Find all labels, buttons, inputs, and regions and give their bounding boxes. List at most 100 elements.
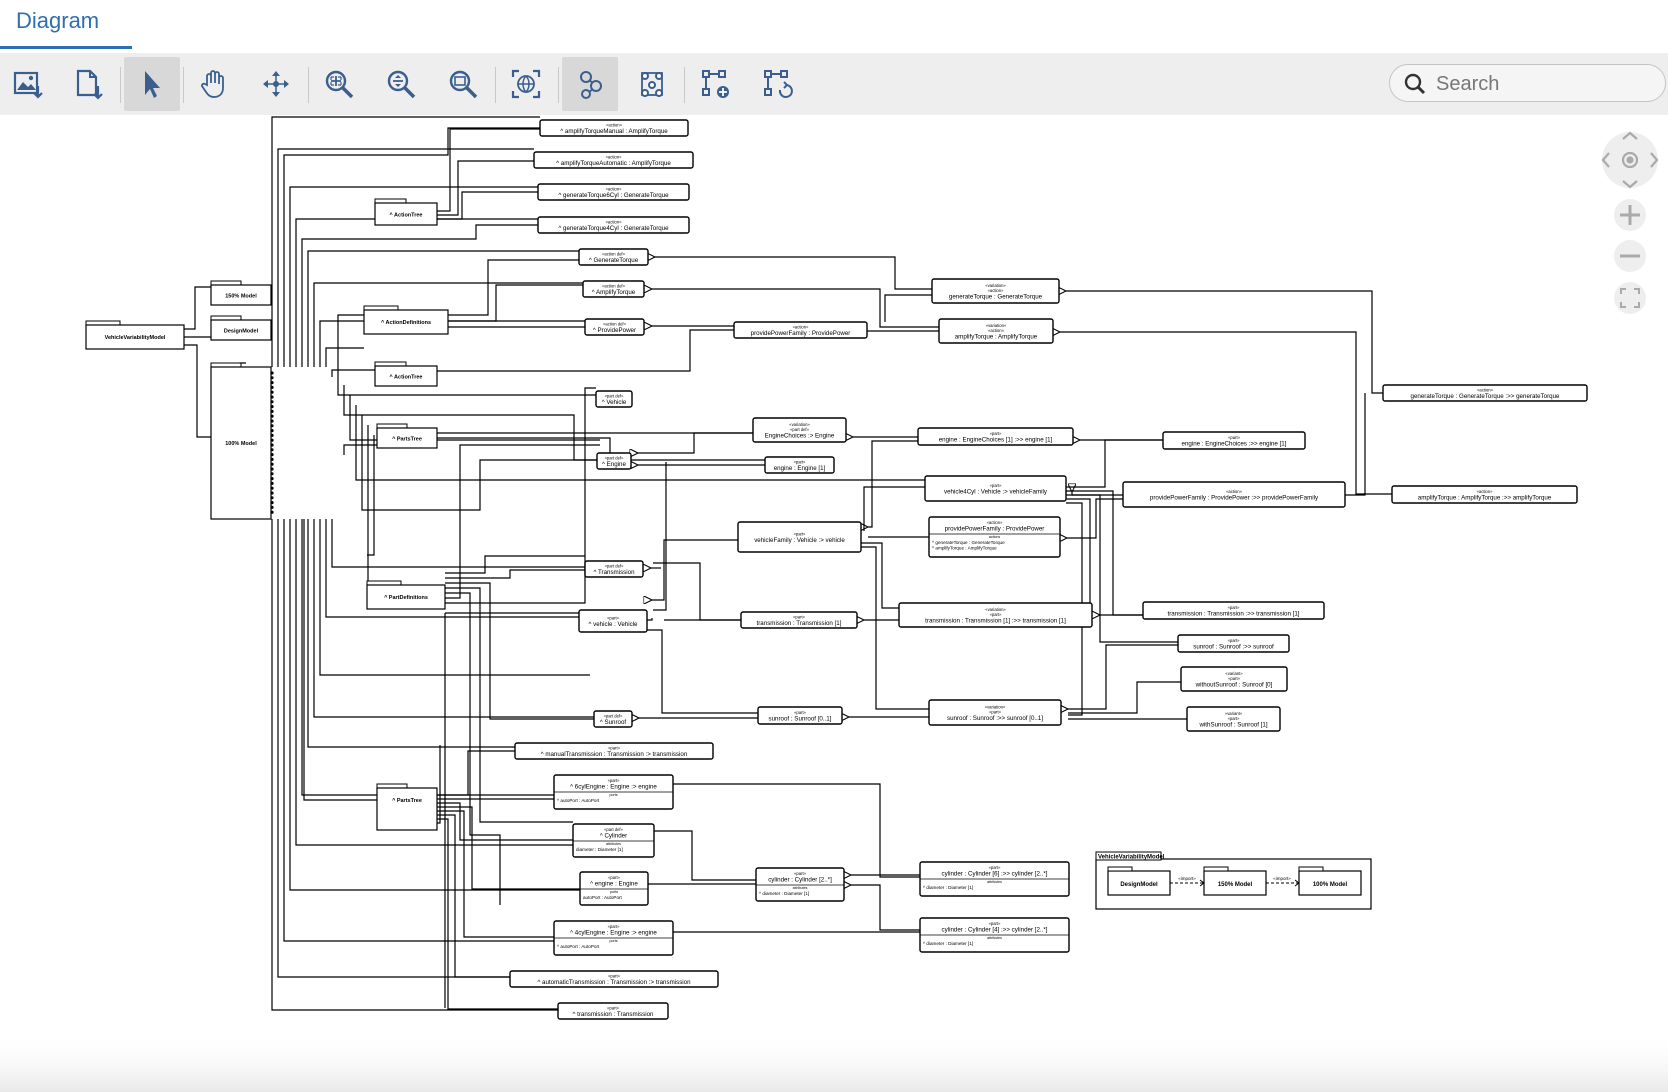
compartment-item: ^ autoPort : AutoPort bbox=[557, 798, 600, 803]
pan-control[interactable] bbox=[1601, 131, 1659, 189]
select-tool-button[interactable] bbox=[124, 57, 180, 111]
diagram-node-a1[interactable]: «action»^ amplifyTorqueManual : AmplifyT… bbox=[539, 119, 689, 137]
zoom-reset-button[interactable] bbox=[435, 57, 491, 111]
diagram-node-e4[interactable]: «part»^ 4cylEngine : Engine :> enginepor… bbox=[553, 920, 674, 956]
diagram-node-pt2[interactable]: ^ PartsTree bbox=[376, 783, 438, 831]
diagram-node-autot[interactable]: «part»^ automaticTransmission : Transmis… bbox=[509, 970, 719, 988]
diagram-node-gtr[interactable]: «action»generateTorque : GenerateTorque … bbox=[1382, 384, 1588, 402]
owner-dot bbox=[270, 381, 274, 385]
diagram-node-vf[interactable]: «part»vehicleFamily : Vehicle :> vehicle bbox=[737, 521, 862, 553]
edge-line bbox=[863, 486, 925, 531]
diagram-node-a2[interactable]: «action»^ amplifyTorqueAutomatic : Ampli… bbox=[533, 151, 694, 169]
element-name: transmission : Transmission [1] bbox=[757, 620, 842, 627]
import-legend[interactable]: VehicleVariabilityModel DesignModel 150%… bbox=[1095, 851, 1372, 910]
layout-tree-button[interactable] bbox=[624, 57, 680, 111]
export-image-button[interactable] bbox=[0, 57, 56, 111]
diagram-node-t1[interactable]: «part»transmission : Transmission [1] bbox=[740, 611, 858, 629]
element-box bbox=[533, 151, 694, 169]
diagram-node-eecr[interactable]: «part»engine : EngineChoices :>> engine … bbox=[1162, 431, 1306, 450]
fit-view-button[interactable] bbox=[498, 57, 554, 111]
diagram-node-e6[interactable]: «part»^ 6cylEngine : Engine :> enginepor… bbox=[553, 774, 674, 810]
compartment-item: diameter : Diameter [1] bbox=[576, 847, 623, 852]
diagram-node-c6[interactable]: «part»cylinder : Cylinder [6] :>> cylind… bbox=[919, 861, 1070, 897]
fit-screen-control[interactable] bbox=[1614, 282, 1646, 314]
diagram-node-c4[interactable]: «part»cylinder : Cylinder [4] :>> cylind… bbox=[919, 917, 1070, 953]
reroute-connection-button[interactable] bbox=[750, 57, 806, 111]
diagram-node-tdef[interactable]: «part def»^ Transmission bbox=[584, 560, 644, 578]
owner-dot bbox=[270, 409, 274, 413]
diagram-node-mt[interactable]: «part»^ manualTransmission : Transmissio… bbox=[514, 742, 714, 760]
package-tab bbox=[210, 315, 242, 321]
diagram-node-at2[interactable]: ^ ActionTree bbox=[374, 361, 438, 387]
edge-line bbox=[437, 750, 515, 796]
diagram-node-m100[interactable]: 100% Model bbox=[210, 362, 272, 520]
diagram-node-eec[interactable]: «part»engine : EngineChoices [1] :>> eng… bbox=[917, 427, 1074, 446]
add-connection-button[interactable] bbox=[688, 57, 744, 111]
diagram-node-atr[interactable]: «action»amplifyTorque : AmplifyTorque :>… bbox=[1391, 485, 1578, 504]
diagram-node-atv[interactable]: «variation»«action»amplifyTorque : Ampli… bbox=[938, 318, 1054, 344]
export-document-button[interactable] bbox=[60, 57, 116, 111]
diagram-node-edef[interactable]: «part def»^ Engine bbox=[596, 452, 632, 470]
compartment-title: ports bbox=[610, 890, 618, 894]
element-stereotype: «part» bbox=[1228, 716, 1241, 721]
diagram-node-a3[interactable]: «action»^ generateTorque6Cyl : GenerateT… bbox=[537, 183, 690, 201]
element-name: ^ 6cylEngine : Engine :> engine bbox=[570, 784, 657, 791]
edge-line bbox=[289, 186, 538, 367]
diagram-node-cyl2[interactable]: «part»cylinder : Cylinder [2..*]attribut… bbox=[755, 867, 845, 902]
zoom-in-button[interactable] bbox=[311, 57, 367, 111]
diagram-node-ppf[interactable]: «action»providePowerFamily : ProvidePowe… bbox=[733, 321, 868, 339]
zoom-out-button[interactable] bbox=[373, 57, 429, 111]
diagram-node-pd[interactable]: ^ PartDefinitions bbox=[366, 580, 446, 610]
diagram-node-sdef[interactable]: «part def»^ Sunroof bbox=[593, 710, 633, 728]
element-name: engine : EngineChoices :>> engine [1] bbox=[1182, 441, 1287, 448]
diagram-node-tv[interactable]: «variation»«part»transmission : Transmis… bbox=[898, 602, 1093, 628]
diagram-node-gtdef[interactable]: «action def»^ GenerateTorque bbox=[578, 248, 649, 266]
owner-dot bbox=[270, 429, 274, 433]
package-tab bbox=[374, 361, 407, 367]
move-tool-button[interactable] bbox=[248, 57, 304, 111]
diagram-node-vvm[interactable]: VehicleVariabilityModel bbox=[85, 320, 185, 350]
diagram-node-trans[interactable]: «part»^ transmission : Transmission bbox=[557, 1002, 669, 1020]
owner-dot bbox=[270, 443, 274, 447]
diagram-node-vpart[interactable]: «part»^ vehicle : Vehicle bbox=[578, 609, 648, 633]
zoom-minus-control[interactable] bbox=[1614, 240, 1646, 272]
diagram-node-sv[interactable]: «variation»«part»sunroof : Sunroof :>> s… bbox=[928, 699, 1062, 726]
diagram-node-ppdef[interactable]: «action def»^ ProvidePower bbox=[584, 318, 645, 336]
pan-tool-button[interactable] bbox=[186, 57, 242, 111]
diagram-node-m150[interactable]: 150% Model bbox=[210, 280, 272, 306]
diagram-node-e1[interactable]: «part»engine : Engine [1] bbox=[764, 456, 835, 474]
element-stereotype: «action» bbox=[793, 324, 810, 329]
tab-diagram[interactable]: Diagram bbox=[16, 8, 100, 33]
diagram-node-sr[interactable]: «part»sunroof : Sunroof :>> sunroof bbox=[1177, 634, 1290, 653]
diagram-node-ppfa[interactable]: «action»providePowerFamily : ProvidePowe… bbox=[928, 516, 1061, 558]
diagram-node-atdef[interactable]: «action def»^ AmplifyTorque bbox=[582, 280, 645, 298]
diagram-node-at1[interactable]: ^ ActionTree bbox=[374, 198, 438, 226]
diagram-node-ecv[interactable]: «variation»«part def»EngineChoices :> En… bbox=[752, 417, 847, 443]
diagram-node-tr[interactable]: «part»transmission : Transmission :>> tr… bbox=[1142, 601, 1325, 620]
zoom-plus-control[interactable] bbox=[1614, 199, 1646, 231]
search-box[interactable] bbox=[1389, 64, 1666, 102]
search-input[interactable] bbox=[1434, 69, 1658, 99]
diagram-node-pt1[interactable]: ^ PartsTree bbox=[376, 423, 438, 449]
edge-line bbox=[437, 160, 534, 216]
diagram-node-a4[interactable]: «action»^ generateTorque4Cyl : GenerateT… bbox=[537, 216, 690, 234]
diagram-node-ad[interactable]: ^ ActionDefinitions bbox=[363, 305, 449, 335]
element-box bbox=[737, 521, 862, 553]
diagram-node-dm[interactable]: DesignModel bbox=[210, 315, 272, 341]
diagram-node-v4[interactable]: «part»vehicle4Cyl : Vehicle :> vehicleFa… bbox=[924, 475, 1067, 502]
legend-pkg-tab bbox=[1298, 866, 1324, 872]
compartment-item: ^ diameter : Diameter [1] bbox=[759, 891, 809, 896]
layout-auto-button[interactable] bbox=[562, 57, 618, 111]
diagram-node-gtv[interactable]: «variation»«action»generateTorque : Gene… bbox=[931, 278, 1060, 304]
diagram-node-vdef[interactable]: «part def»^ Vehicle bbox=[595, 390, 633, 408]
diagram-canvas[interactable]: VehicleVariabilityModel 150% ModelDesignM… bbox=[0, 115, 1668, 1092]
diagram-node-s01[interactable]: «part»sunroof : Sunroof [0..1] bbox=[757, 706, 843, 725]
diagram-node-wos[interactable]: «variant»«part»withoutSunroof : Sunroof … bbox=[1180, 666, 1288, 692]
diagram-node-ppfr[interactable]: «action»providePowerFamily : ProvidePowe… bbox=[1122, 481, 1346, 508]
diagram-node-ws[interactable]: «variant»«part»withSunroof : Sunroof [1] bbox=[1186, 706, 1281, 732]
element-box bbox=[764, 456, 835, 474]
package-tab bbox=[85, 320, 121, 326]
diagram-nodes: VehicleVariabilityModel 150% ModelDesignM… bbox=[85, 119, 1588, 1020]
